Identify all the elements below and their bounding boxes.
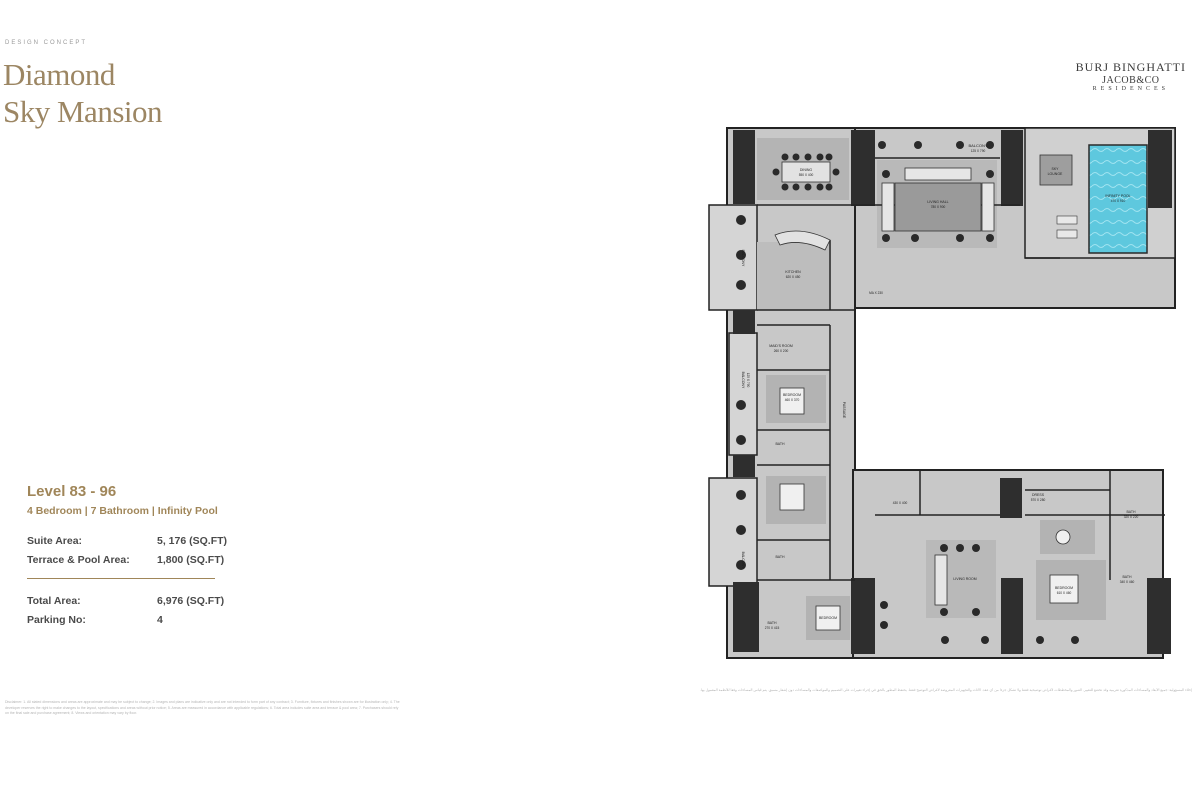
label-bedroom-1-dim: 460 X 370	[785, 398, 800, 402]
brand-logo: BURJ BINGHATTI JACOB&CO RESIDENCES	[1076, 60, 1186, 92]
divider	[27, 578, 215, 579]
terrace-area-value: 1,800 (SQ.FT)	[157, 554, 225, 566]
label-master-bedroom: BEDROOM	[1055, 586, 1073, 590]
logo-line-2: JACOB&CO	[1102, 75, 1160, 86]
logo-line-1: BURJ BINGHATTI	[1075, 60, 1186, 74]
level-heading: Level 83 - 96	[27, 483, 117, 500]
parking-value: 4	[157, 614, 163, 626]
label-bedroom-1: BEDROOM	[783, 393, 801, 397]
total-area-value: 6,976 (SQ.FT)	[157, 595, 225, 607]
label-dress-dim: 570 X 280	[1031, 498, 1046, 502]
parking-label: Parking No:	[27, 614, 86, 626]
beds	[779, 387, 1079, 631]
room-labels: BALCONY 125 X 790 SKY LOUNGE INFINITY PO…	[741, 143, 1138, 630]
total-area-label: Total Area:	[27, 595, 81, 607]
label-living-hall: LIVING HALL	[927, 200, 948, 204]
total-area-row: Total Area: 6,976 (SQ.FT)	[27, 595, 224, 607]
suite-area-label: Suite Area:	[27, 535, 83, 547]
label-maids-room-dim: 260 X 200	[774, 349, 789, 353]
label-bath-5: BATH	[767, 621, 777, 625]
label-kitchen: KITCHEN	[785, 270, 801, 274]
label-dining: DINING	[800, 168, 813, 172]
label-bath-2: BATH	[775, 555, 785, 559]
label-kitchen-dim: 620 X 450	[786, 275, 801, 279]
living-room-sofa	[934, 554, 948, 606]
suite-area-row: Suite Area: 5, 176 (SQ.FT)	[27, 535, 227, 547]
label-bath-1: BATH	[775, 442, 785, 446]
title-line-1: Diamond	[3, 57, 115, 92]
infinity-pool	[1088, 144, 1148, 254]
label-balcony-side: BALCONY	[741, 372, 745, 389]
label-dining-dim: 550 X 400	[799, 173, 814, 177]
label-bath-3-dim: 320 X 220	[1124, 515, 1139, 519]
label-maid-dim: MA X 230	[869, 291, 883, 295]
logo-line-3: RESIDENCES	[1092, 86, 1169, 92]
label-store-dim: 430 X 400	[893, 501, 908, 505]
design-concept-eyebrow: DESIGN CONCEPT	[5, 40, 88, 46]
sun-loungers	[1056, 215, 1078, 239]
label-living-room: LIVING ROOM	[953, 577, 976, 581]
label-sky-lounge: SKY	[1051, 167, 1059, 171]
label-balcony-top: BALCONY	[968, 143, 987, 148]
label-bath-4: BATH	[1122, 575, 1132, 579]
label-balcony-left-top: BALCONY	[741, 250, 745, 267]
disclaimer-english: Disclaimer: 1. All stated dimensions and…	[5, 700, 400, 715]
label-balcony-side-dim: 125 X 790	[746, 373, 750, 388]
structural-columns	[733, 130, 1172, 654]
parking-row: Parking No: 4	[27, 614, 163, 626]
sky-lounge-sofa	[1039, 154, 1073, 186]
label-balcony-top-dim: 125 X 790	[971, 149, 986, 153]
terrace-area-label: Terrace & Pool Area:	[27, 554, 130, 566]
dining-table	[772, 153, 840, 191]
unit-summary: 4 Bedroom | 7 Bathroom | Infinity Pool	[27, 505, 218, 517]
label-infinity-pool: INFINITY POOL	[1105, 194, 1130, 198]
title-line-2: Sky Mansion	[3, 94, 163, 129]
suite-area-value: 5, 176 (SQ.FT)	[157, 535, 228, 547]
disclaimer-arabic: إخلاء المسؤولية: جميع الأبعاد والمساحات …	[699, 688, 1192, 692]
label-living-hall-dim: 780 X 900	[931, 205, 946, 209]
label-balcony-left-bottom: BALCONY	[741, 552, 745, 569]
label-bath-4-dim: 340 X 460	[1120, 580, 1135, 584]
label-dress: DRESS	[1032, 493, 1045, 497]
label-bath-3: BATH	[1126, 510, 1136, 514]
label-bedroom-4: BEDROOM	[819, 616, 837, 620]
label-master-bedroom-dim: 610 X 460	[1057, 591, 1072, 595]
label-passage: PASSAGE	[842, 402, 846, 419]
kitchen-island	[774, 230, 831, 251]
terrace-area-row: Terrace & Pool Area: 1,800 (SQ.FT)	[27, 554, 224, 566]
label-sky-lounge-2: LOUNGE	[1048, 172, 1063, 176]
balcony-chairs	[736, 141, 1079, 644]
label-bath-5-dim: 270 X 415	[765, 626, 780, 630]
living-hall-furniture	[881, 167, 995, 242]
label-maids-room: MAID'S ROOM	[769, 344, 793, 348]
label-infinity-pool-dim: 470 X 910	[1111, 199, 1126, 203]
page-title: Diamond Sky Mansion	[3, 56, 163, 130]
